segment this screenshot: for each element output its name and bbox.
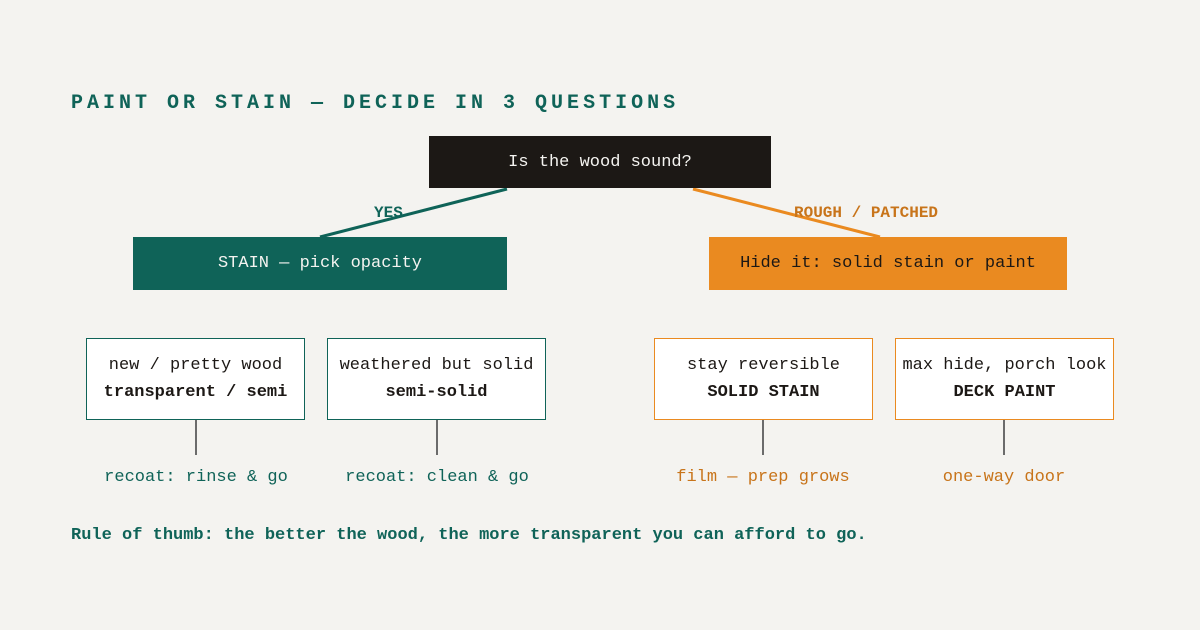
branch-label-yes: YES [374, 204, 403, 222]
leaf-reversible: stay reversible SOLID STAIN [654, 338, 873, 420]
diagram-title: PAINT OR STAIN — DECIDE IN 3 QUESTIONS [71, 92, 680, 115]
leaf-choice: SOLID STAIN [707, 383, 820, 402]
leaf-note: recoat: rinse & go [104, 468, 288, 487]
hide-node: Hide it: solid stain or paint [709, 237, 1067, 290]
branch-label-rough: ROUGH / PATCHED [794, 204, 939, 222]
leaf-stem [762, 420, 764, 455]
connector-rough [692, 187, 881, 239]
stain-node: STAIN — pick opacity [133, 237, 507, 290]
leaf-condition: weathered but solid [339, 356, 534, 375]
connector-yes [319, 187, 508, 239]
rule-of-thumb: Rule of thumb: the better the wood, the … [71, 526, 867, 545]
leaf-stem [436, 420, 438, 455]
leaf-note: one-way door [942, 468, 1066, 487]
leaf-condition: new / pretty wood [108, 356, 283, 375]
leaf-choice: transparent / semi [103, 383, 288, 402]
hide-node-text: Hide it: solid stain or paint [740, 254, 1036, 273]
root-question-node: Is the wood sound? [429, 136, 771, 188]
leaf-stem [1003, 420, 1005, 455]
leaf-condition: max hide, porch look [902, 356, 1107, 375]
leaf-max-hide: max hide, porch look DECK PAINT [895, 338, 1114, 420]
leaf-condition: stay reversible [686, 356, 841, 375]
leaf-stem [195, 420, 197, 455]
leaf-choice: semi-solid [385, 383, 488, 402]
stain-node-text: STAIN — pick opacity [217, 254, 423, 273]
leaf-choice: DECK PAINT [953, 383, 1056, 402]
leaf-new-wood: new / pretty wood transparent / semi [86, 338, 305, 420]
leaf-note: film — prep grows [676, 468, 850, 487]
leaf-note: recoat: clean & go [345, 468, 529, 487]
root-question-text: Is the wood sound? [508, 152, 692, 172]
leaf-weathered-wood: weathered but solid semi-solid [327, 338, 546, 420]
